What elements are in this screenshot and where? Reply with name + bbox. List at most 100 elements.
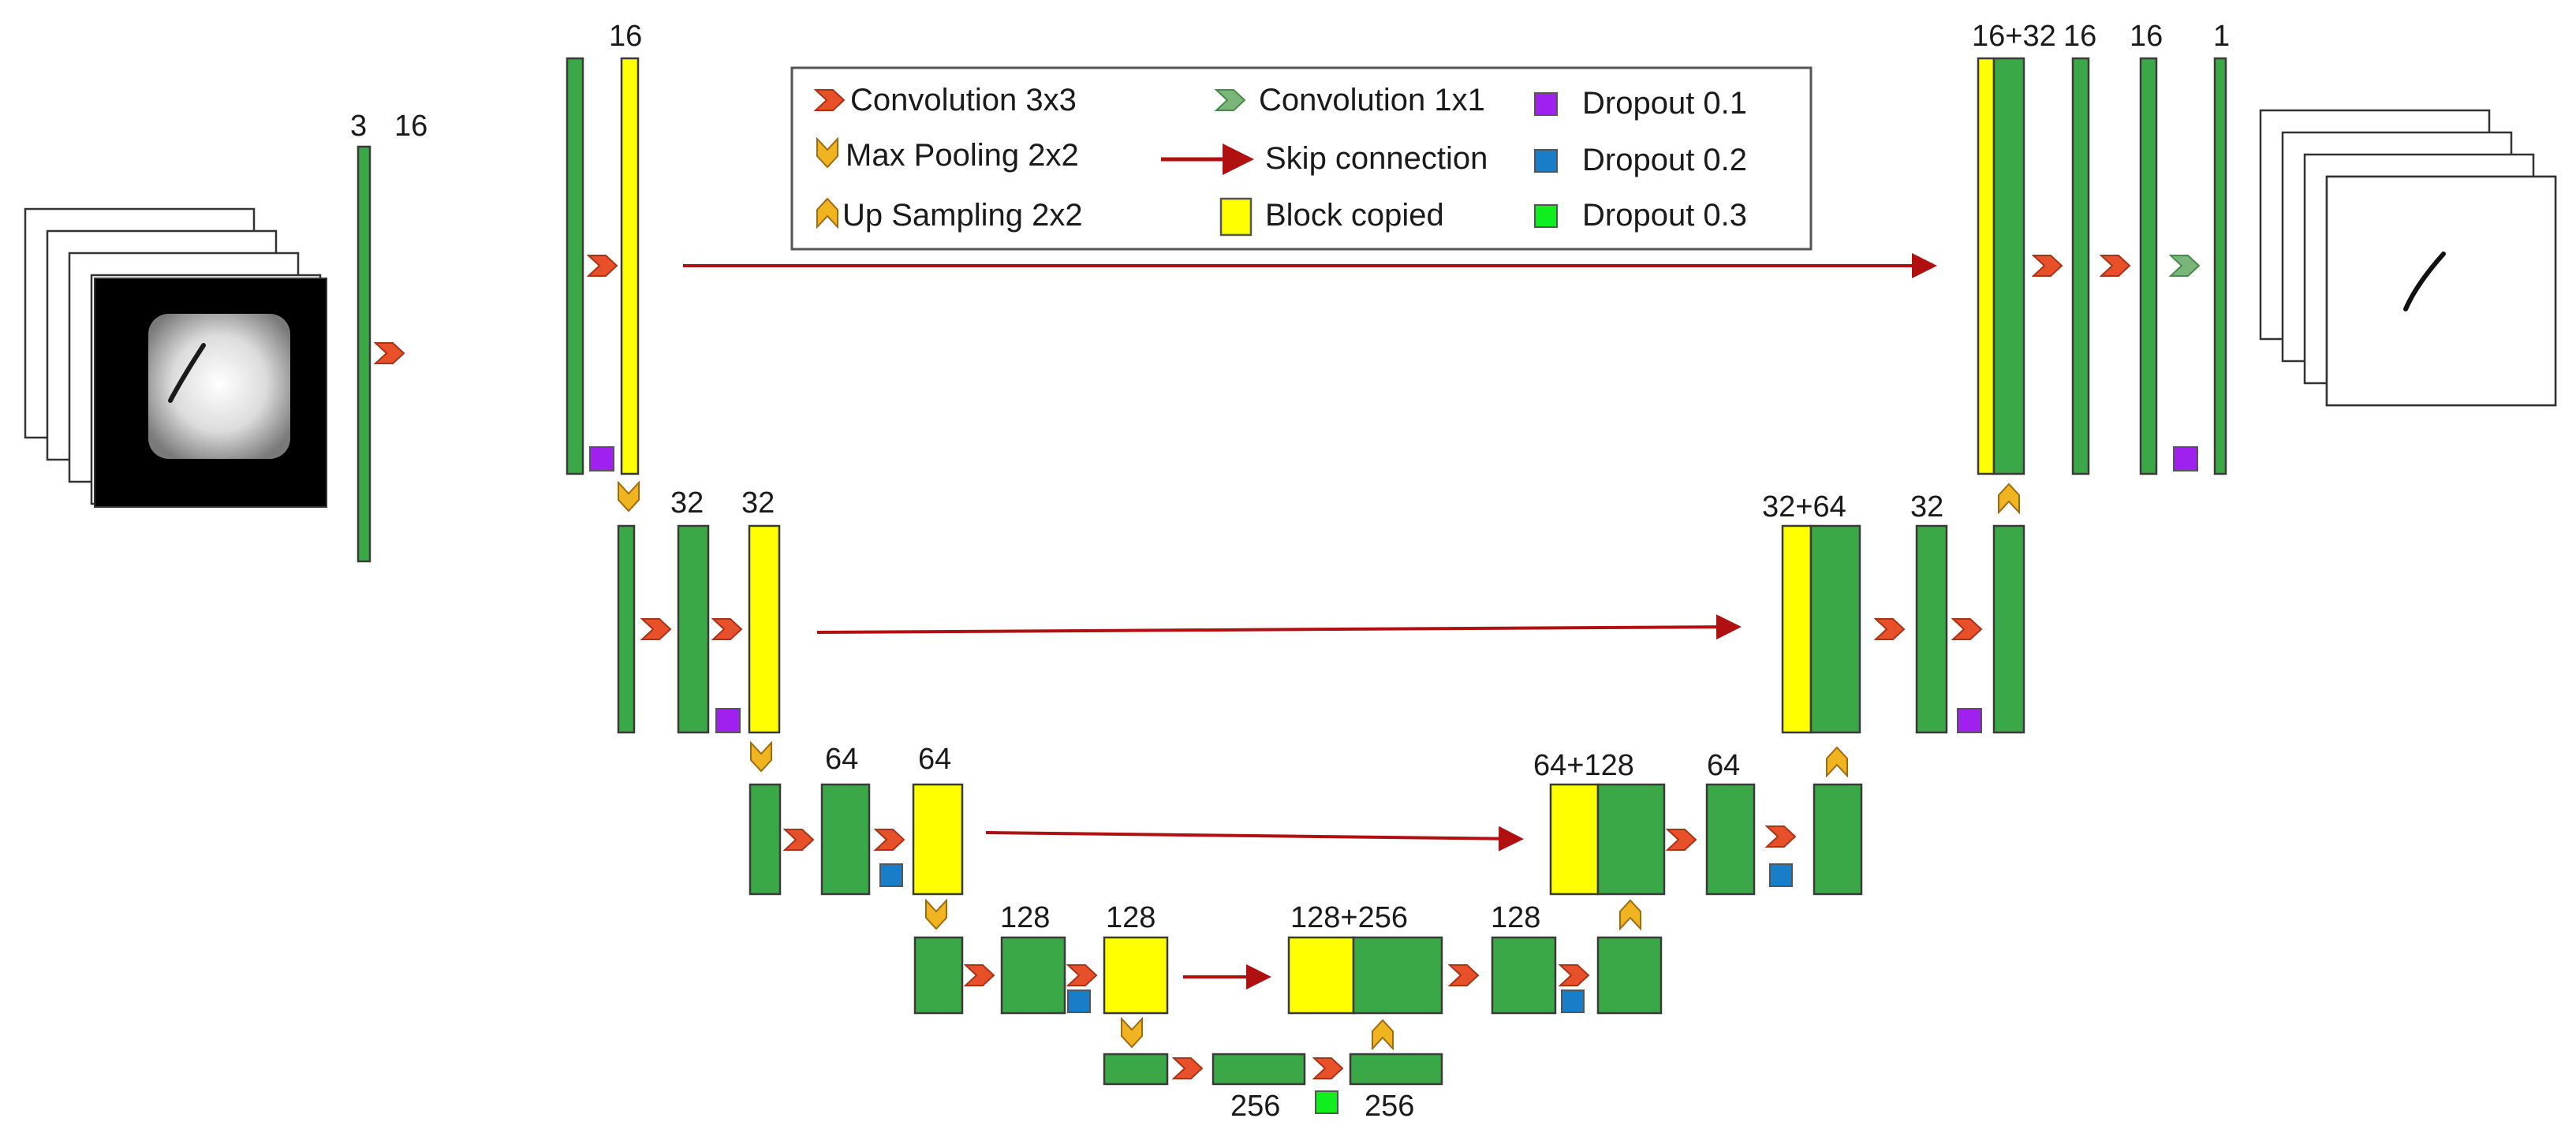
dec3-up-block xyxy=(1596,783,1666,896)
dec1-up-block xyxy=(1992,57,2025,475)
dec4-up-block xyxy=(1352,936,1443,1015)
legend-maxpool-label: Max Pooling 2x2 xyxy=(846,138,1079,173)
legend-conv3x3-label: Convolution 3x3 xyxy=(850,83,1077,117)
enc2-conv1-block xyxy=(677,524,710,734)
enc3-pool-block xyxy=(749,783,782,896)
enc3-conv1-label: 64 xyxy=(825,743,858,776)
dec2-concat-label: 32+64 xyxy=(1762,490,1846,524)
dropout-0-1-marker xyxy=(2173,446,2198,471)
dropout-0-2-marker xyxy=(1561,990,1585,1013)
legend: Convolution 3x3 Max Pooling 2x2 Up Sampl… xyxy=(790,66,1813,251)
enc1-conv2-block xyxy=(620,57,640,475)
bottleneck-conv2-block xyxy=(1349,1053,1443,1086)
l1-conv0-label: 16 xyxy=(394,110,427,143)
maxpool-icon xyxy=(925,900,947,930)
dec3-conv-label: 64 xyxy=(1707,749,1740,782)
conv3x3-arrow-icon xyxy=(1559,964,1589,986)
dec2-copied-block xyxy=(1781,524,1813,734)
legend-conv1x1-label: Convolution 1x1 xyxy=(1259,83,1485,117)
conv3x3-arrow-icon xyxy=(1067,964,1097,986)
dropout-0-1-marker xyxy=(715,708,741,733)
dec2-conv1-block xyxy=(1915,524,1948,734)
bottleneck-conv1-label: 256 xyxy=(1230,1090,1280,1123)
upsample-icon xyxy=(1998,483,2020,513)
dec4-conv2-block xyxy=(1596,936,1663,1015)
enc3-conv2-label: 64 xyxy=(918,743,951,776)
conv3x3-arrow-icon xyxy=(965,964,995,986)
conv3x3-arrow-icon xyxy=(588,255,618,277)
enc3-conv2-block xyxy=(912,783,964,896)
skip-connections xyxy=(683,253,1937,990)
maxpool-icon xyxy=(1121,1018,1143,1048)
skip-connection-l3 xyxy=(985,826,1524,852)
conv3x3-arrow-icon xyxy=(1766,826,1796,848)
dec4-concat-label: 128+256 xyxy=(1290,901,1408,934)
dropout-0-1-icon xyxy=(1534,92,1558,116)
conv3x3-arrow-icon xyxy=(1875,618,1905,640)
conv3x3-arrow-icon xyxy=(1952,618,1982,640)
dec1-conv1-label: 16 xyxy=(2063,20,2096,53)
conv3x3-arrow-icon xyxy=(375,342,405,364)
bottleneck-pool-block xyxy=(1103,1053,1169,1086)
dropout-0-1-marker xyxy=(589,446,614,471)
output-bar xyxy=(2213,57,2227,475)
dec2-up-block xyxy=(1809,524,1861,734)
dropout-0-2-marker xyxy=(879,863,903,887)
legend-dropout3-label: Dropout 0.3 xyxy=(1582,198,1747,233)
dec3-copied-block xyxy=(1549,783,1600,896)
conv1x1-arrow-icon xyxy=(2170,255,2200,277)
input-image xyxy=(94,278,327,508)
dec4-conv-label: 128 xyxy=(1491,901,1540,934)
enc2-conv1-label: 32 xyxy=(670,486,704,520)
dropout-0-2-icon xyxy=(1534,149,1558,173)
dec3-concat-label: 64+128 xyxy=(1533,749,1634,782)
output-channels-label: 1 xyxy=(2213,20,2230,53)
conv3x3-arrow-icon xyxy=(875,829,905,851)
input-bar xyxy=(357,145,371,563)
dec3-conv1-block xyxy=(1705,783,1756,896)
legend-copied-label: Block copied xyxy=(1265,198,1444,233)
dec1-conv1-block xyxy=(2071,57,2090,475)
dropout-0-3-icon xyxy=(1534,204,1558,228)
conv3x3-arrow-icon xyxy=(712,618,742,640)
enc1-conv1-block xyxy=(566,57,584,475)
bottleneck-conv2-label: 256 xyxy=(1365,1090,1414,1123)
enc4-conv1-label: 128 xyxy=(1000,901,1050,934)
conv3x3-arrow-icon xyxy=(641,618,671,640)
enc3-conv1-block xyxy=(820,783,871,896)
legend-dropout2-label: Dropout 0.2 xyxy=(1582,143,1747,177)
conv3x3-arrow-icon xyxy=(2033,255,2063,277)
conv3x3-arrow-icon xyxy=(1173,1057,1203,1079)
bottleneck-conv1-block xyxy=(1211,1053,1306,1086)
enc4-pool-block xyxy=(913,936,964,1015)
dec1-concat-label: 16+32 xyxy=(1972,20,2056,53)
copied-block-icon xyxy=(1219,197,1253,237)
upsample-icon xyxy=(1372,1019,1394,1049)
input-channels-label: 3 xyxy=(350,110,367,143)
maxpool-icon xyxy=(750,742,772,772)
enc4-conv2-label: 128 xyxy=(1106,901,1155,934)
legend-upsample-label: Up Sampling 2x2 xyxy=(842,198,1083,233)
legend-dropout1-label: Dropout 0.1 xyxy=(1582,86,1747,121)
dec2-conv2-block xyxy=(1992,524,2025,734)
enc4-conv1-block xyxy=(1000,936,1066,1015)
enc2-conv2-label: 32 xyxy=(741,486,775,520)
dropout-0-2-marker xyxy=(1769,863,1793,887)
skip-connection-l2 xyxy=(816,614,1742,640)
dropout-0-1-marker xyxy=(1957,708,1982,733)
dec3-conv2-block xyxy=(1813,783,1863,896)
dropout-0-3-marker xyxy=(1315,1090,1338,1114)
conv3x3-arrow-icon xyxy=(2100,255,2130,277)
conv3x3-arrow-icon xyxy=(1449,964,1479,986)
conv3x3-arrow-icon xyxy=(1313,1057,1343,1079)
output-mask-image xyxy=(2325,175,2557,407)
legend-skip-label: Skip connection xyxy=(1265,141,1488,176)
enc2-pool-block xyxy=(617,524,636,734)
enc2-conv2-block xyxy=(748,524,781,734)
maxpool-icon xyxy=(618,482,640,512)
conv3x3-arrow-icon xyxy=(784,829,814,851)
input-image-stack xyxy=(24,207,327,508)
dec4-copied-block xyxy=(1287,936,1355,1015)
output-image-stack xyxy=(2259,109,2557,407)
